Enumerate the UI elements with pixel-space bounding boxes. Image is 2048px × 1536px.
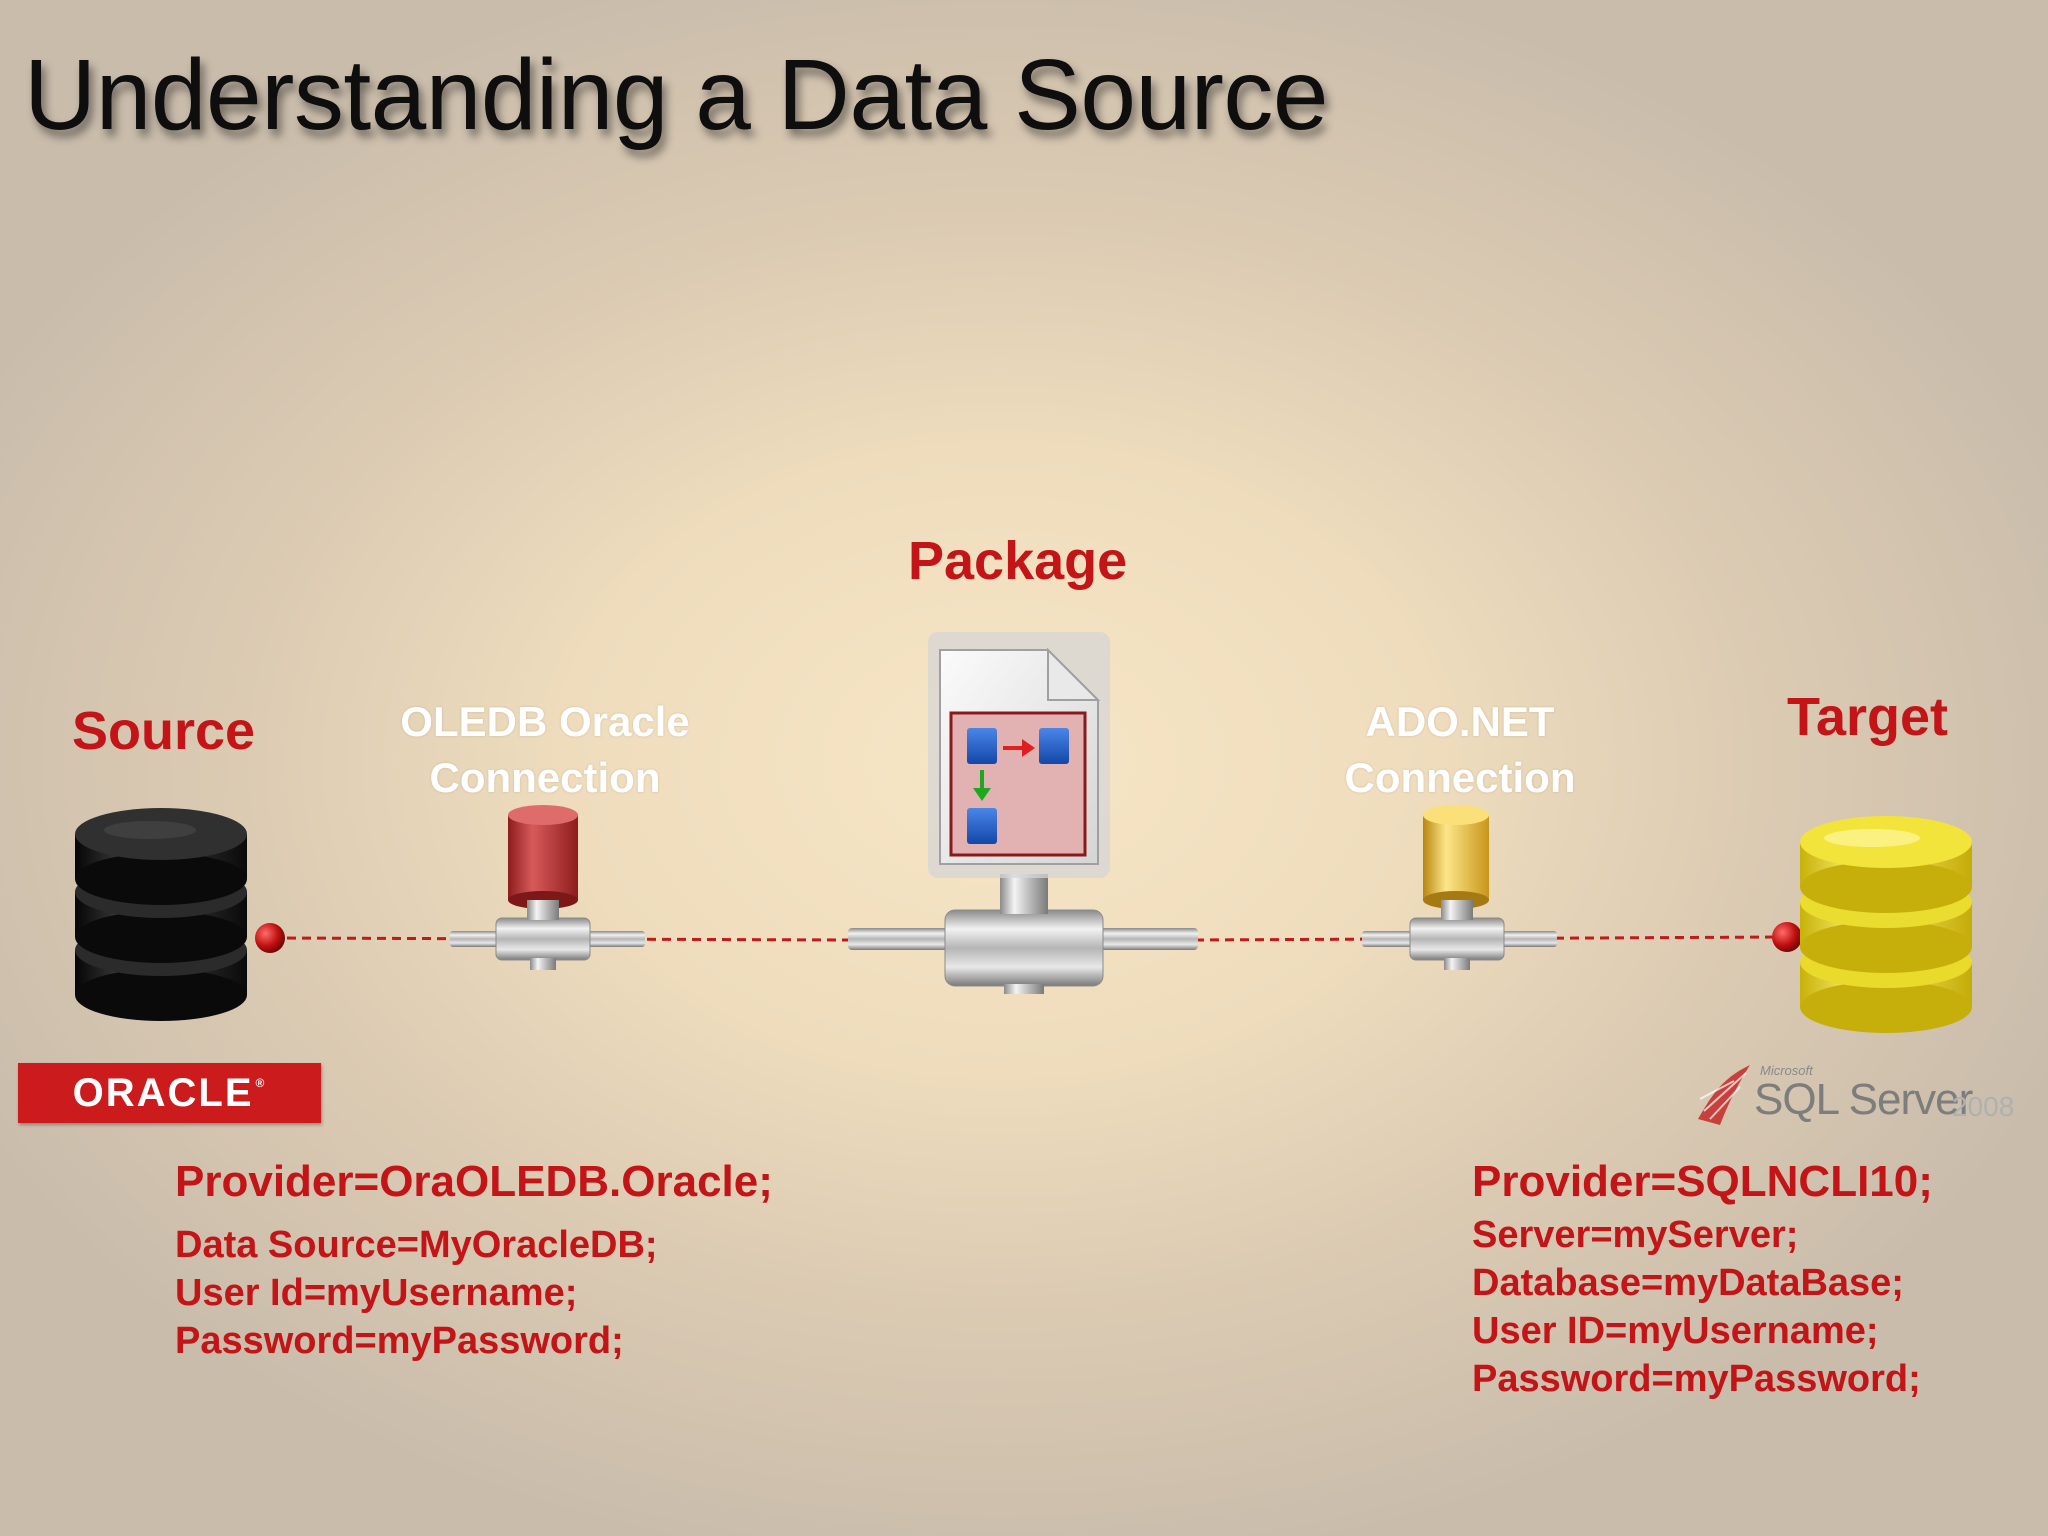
source-provider: Provider=OraOLEDB.Oracle;	[175, 1157, 773, 1206]
sql-server-text: SQL Server	[1754, 1075, 1973, 1124]
package-label: Package	[908, 531, 1128, 591]
target-conn-line: Password=myPassword;	[1472, 1358, 1921, 1400]
target-database-icon	[1800, 816, 1972, 1033]
target-provider: Provider=SQLNCLI10;	[1472, 1157, 1933, 1206]
source-conn-line: Data Source=MyOracleDB;	[175, 1224, 658, 1266]
ado-label-line2: Connection	[1344, 754, 1576, 801]
oledb-connection-label: OLEDB Oracle Connection	[385, 694, 705, 806]
source-conn-line: Password=myPassword;	[175, 1320, 624, 1362]
oledb-label-line2: Connection	[429, 754, 661, 801]
source-connection-string: Provider=OraOLEDB.Oracle; Data Source=My…	[175, 1153, 773, 1365]
package-icon	[848, 632, 1198, 994]
sql-year-text: 2008	[1952, 1091, 2015, 1122]
sql-server-logo: Microsoft SQL Server 2008	[1690, 1055, 2030, 1135]
ado-connection-label: ADO.NET Connection	[1300, 694, 1620, 806]
sql-microsoft-text: Microsoft	[1760, 1063, 1813, 1078]
source-conn-line: User Id=myUsername;	[175, 1272, 578, 1314]
oledb-label-line1: OLEDB Oracle	[400, 698, 690, 745]
target-endpoint-dot	[1772, 922, 1802, 952]
pipe-valve-icon	[450, 900, 645, 970]
source-label: Source	[72, 701, 256, 761]
target-conn-line: User ID=myUsername;	[1472, 1310, 1879, 1352]
oracle-logo-text: ORACLE	[72, 1070, 254, 1115]
target-connection-string: Provider=SQLNCLI10; Server=myServer; Dat…	[1472, 1153, 1933, 1403]
source-database-icon	[75, 808, 247, 1021]
oledb-connection-icon	[450, 805, 645, 970]
oracle-logo: ORACLE®	[18, 1063, 321, 1123]
target-conn-line: Server=myServer;	[1472, 1214, 1799, 1256]
pipe-valve-icon	[1362, 900, 1557, 970]
ado-label-line1: ADO.NET	[1365, 698, 1555, 745]
ado-connection-icon	[1362, 805, 1557, 970]
target-label: Target	[1787, 687, 1949, 747]
source-endpoint-dot	[255, 923, 285, 953]
sql-server-flag-icon	[1698, 1065, 1750, 1125]
page-title: Understanding a Data Source	[24, 39, 1328, 151]
target-conn-line: Database=myDataBase;	[1472, 1262, 1904, 1304]
